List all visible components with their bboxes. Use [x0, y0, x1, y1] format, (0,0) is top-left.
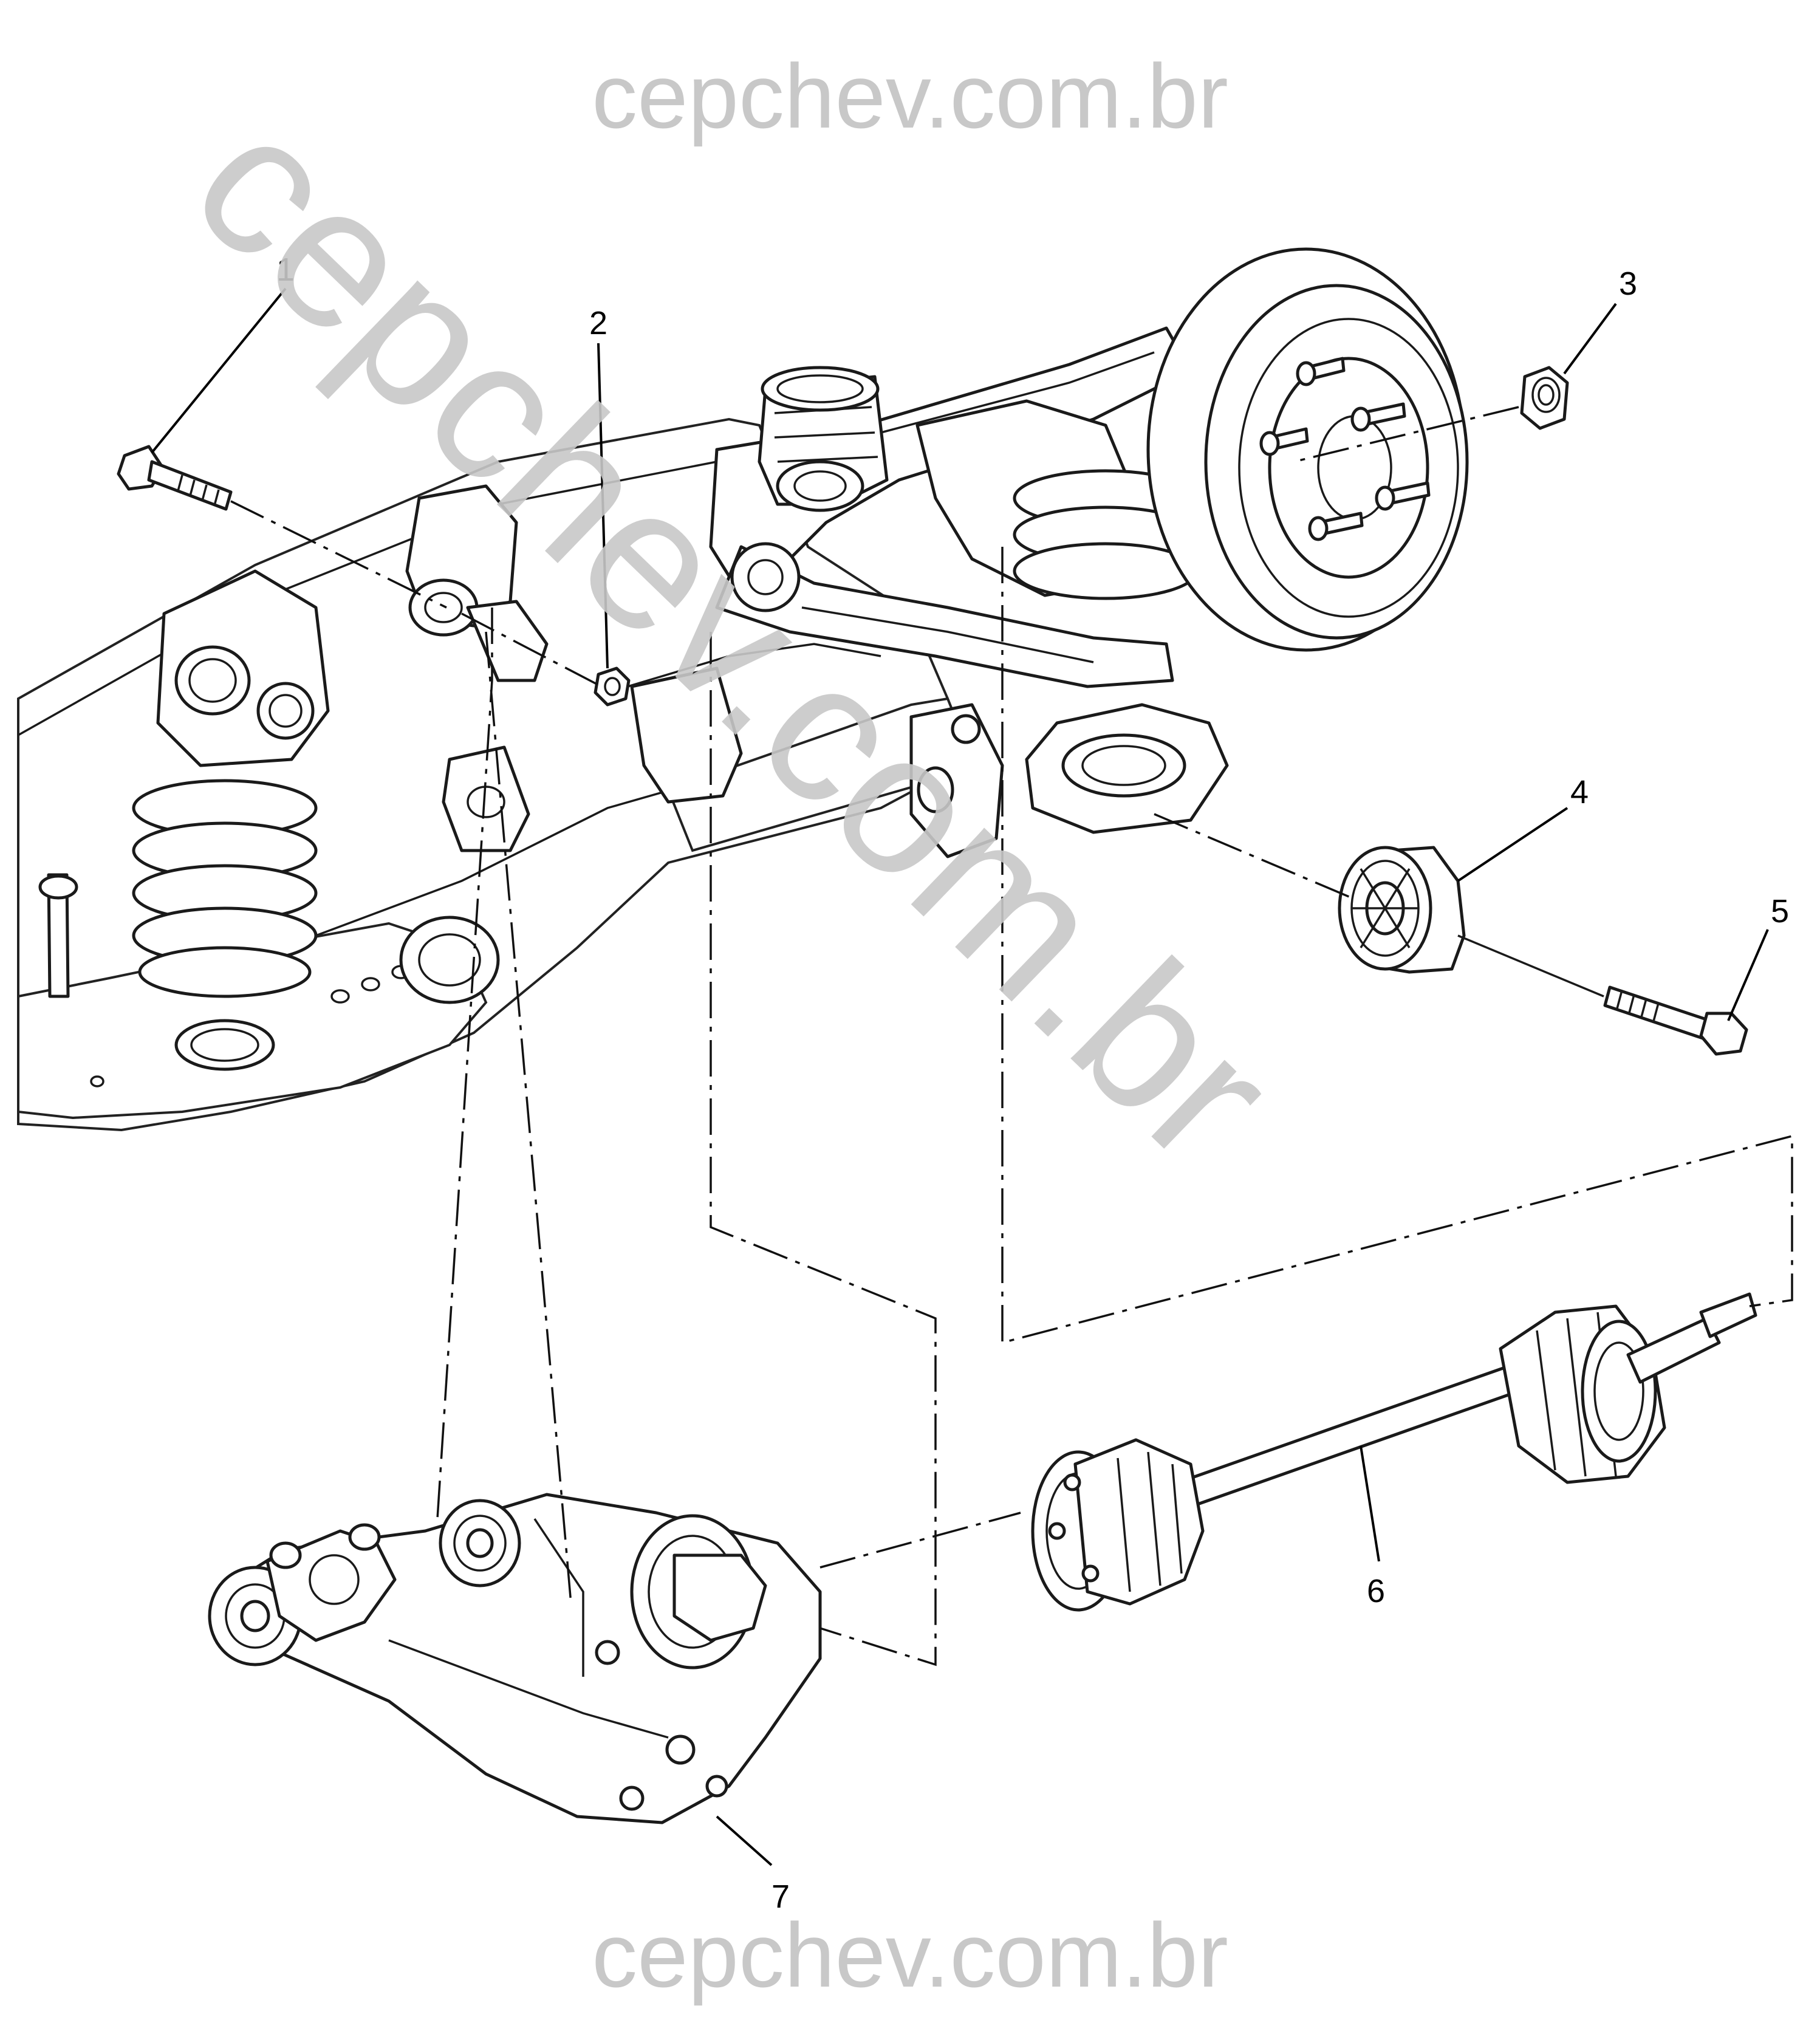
drive-axle-6 — [1031, 1292, 1757, 1612]
differential-7 — [208, 1493, 822, 1824]
bushing-4 — [1338, 846, 1466, 974]
lower-control-arm — [715, 542, 1174, 688]
callout-number-7: 7 — [771, 1878, 790, 1915]
nut-3 — [1520, 366, 1569, 430]
callout-1: 1 — [151, 252, 295, 454]
callout-3: 3 — [1563, 265, 1637, 375]
bolt-5 — [1603, 985, 1748, 1056]
knuckle-assembly — [909, 399, 1229, 858]
callout-number-3: 3 — [1619, 265, 1637, 302]
callout-7: 7 — [716, 1815, 790, 1915]
control-arm-bushing-upper — [758, 366, 889, 512]
watermark-top: cepchev.com.br — [592, 45, 1228, 147]
coil-spring-left — [132, 779, 318, 998]
callout-5: 5 — [1727, 893, 1789, 1021]
bolt-1 — [117, 445, 233, 511]
callout-6: 6 — [1360, 1445, 1385, 1609]
brake-rotor-hub — [1146, 247, 1469, 652]
watermark-bottom: cepchev.com.br — [592, 1904, 1228, 2006]
nut-2 — [594, 666, 631, 707]
exploded-view-lines — [230, 406, 1793, 1666]
callout-number-5: 5 — [1771, 893, 1789, 930]
callout-4: 4 — [1457, 774, 1589, 882]
callout-number-6: 6 — [1367, 1573, 1385, 1609]
callout-number-4: 4 — [1570, 774, 1589, 810]
callout-2: 2 — [589, 305, 609, 669]
wheel-studs — [1259, 357, 1431, 541]
callout-number-1: 1 — [276, 252, 295, 288]
callout-number-2: 2 — [589, 305, 607, 341]
